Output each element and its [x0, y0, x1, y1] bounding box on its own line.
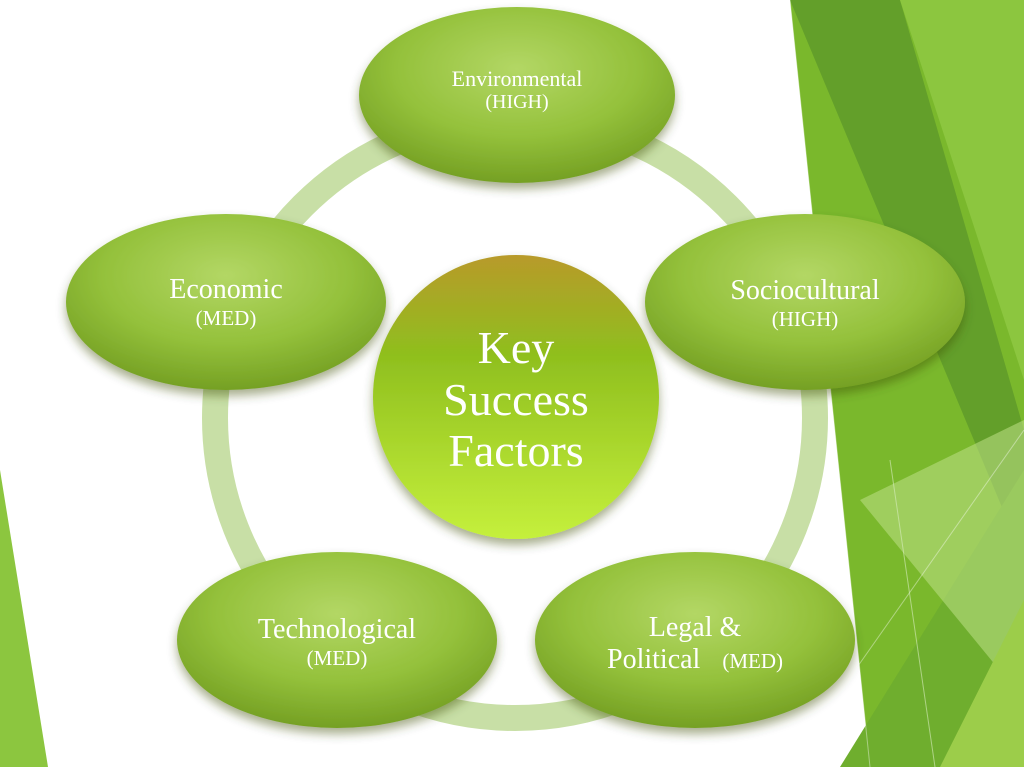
left-accent-shape [0, 470, 48, 767]
center-node [373, 255, 659, 539]
center-line-2: Success [443, 373, 589, 425]
decorative-green-panels [789, 0, 1024, 767]
node-environmental [359, 7, 675, 183]
factor-name: Technological [257, 614, 417, 645]
factor-name: Legal & [648, 612, 742, 643]
node-label-sociocultural: Sociocultural (HIGH) [700, 275, 910, 331]
node-economic [66, 214, 386, 390]
factor-name: Environmental [451, 66, 583, 91]
factor-name-line2: Political [607, 644, 701, 676]
node-label-legal-political: Legal & Political (MED) [570, 612, 820, 676]
factor-name: Economic [169, 274, 283, 305]
factor-rating: (MED) [306, 646, 368, 671]
center-line-3: Factors [448, 425, 584, 477]
factor-rating: (HIGH) [485, 91, 549, 114]
factor-rating: (MED) [195, 306, 257, 331]
node-label-technological: Technological (MED) [212, 614, 462, 670]
factor-rating: (MED) [722, 649, 783, 674]
center-label: Key Success Factors [388, 322, 644, 477]
center-line-1: Key [477, 322, 555, 373]
node-technological [177, 552, 497, 728]
factor-name: Sociocultural [730, 275, 880, 306]
node-sociocultural [645, 214, 965, 390]
node-label-economic: Economic (MED) [126, 274, 326, 330]
node-label-environmental: Environmental (HIGH) [417, 66, 617, 114]
factor-rating: (HIGH) [771, 307, 839, 332]
node-legal-political [535, 552, 855, 728]
